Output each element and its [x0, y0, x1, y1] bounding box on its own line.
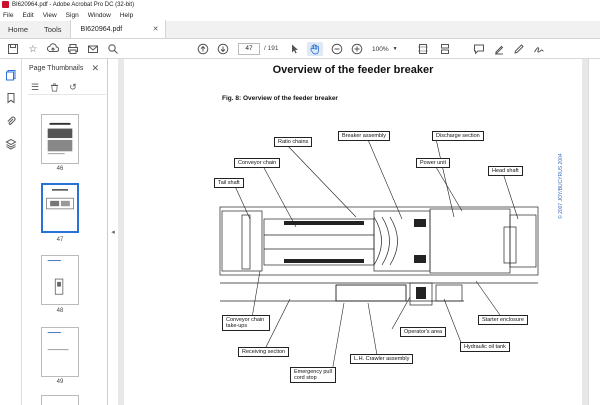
page-number-input[interactable]: 47 [238, 43, 260, 55]
highlight-pen-icon[interactable] [492, 42, 506, 56]
hand-tool-icon[interactable] [307, 42, 323, 56]
delete-page-icon[interactable] [47, 82, 61, 94]
tab-tools[interactable]: Tools [44, 24, 62, 34]
search-icon[interactable] [106, 42, 120, 56]
page-heading: Overview of the feeder breaker [272, 64, 434, 76]
upload-icon[interactable] [46, 42, 60, 56]
print-icon[interactable] [66, 42, 80, 56]
pdf-page: Overview of the feeder breaker Fig. 8: O… [124, 59, 582, 405]
tab-home[interactable]: Home [8, 24, 29, 34]
fit-page-icon[interactable] [416, 42, 430, 56]
toolbar: ☆ 47 / 191 100% ▼ [0, 39, 600, 59]
thumbnail-page-label: 48 [56, 308, 64, 314]
comment-icon[interactable] [472, 42, 486, 56]
menu-help[interactable]: Help [119, 11, 134, 19]
menu-sign[interactable]: Sign [65, 11, 79, 19]
menu-window[interactable]: Window [87, 11, 111, 19]
callout-hydraulic-oil-tank: Hydraulic oil tank [460, 342, 510, 352]
document-viewer: Overview of the feeder breaker Fig. 8: O… [118, 59, 600, 405]
title-bar: BI620964.pdf - Adobe Acrobat Pro DC (32-… [0, 0, 600, 9]
zoom-out-icon[interactable] [330, 42, 344, 56]
thumbnail-page-label: 47 [56, 237, 64, 243]
callout-head-shaft: Head shaft [488, 166, 523, 176]
thumbnail-options-icon[interactable]: ☰ [30, 82, 40, 92]
collapse-panel-icon[interactable]: ◂ [111, 229, 115, 236]
callout-discharge-section: Discharge section [432, 131, 484, 141]
previous-page-icon[interactable] [196, 42, 210, 56]
thumbnail-toolbar: ☰ ↺ [28, 81, 106, 95]
feeder-breaker-diagram [219, 134, 539, 373]
callout-conveyor-chain: Conveyor chain [234, 158, 281, 168]
copyright-notice: © 2007 JOY/BUCYRUS 2004 [558, 153, 564, 219]
callout-conveyor-takeups: Conveyor chain take-ups [222, 315, 270, 331]
callout-starter-enclosure: Starter enclosure [478, 315, 528, 325]
page-thumbnail[interactable] [41, 395, 79, 405]
callout-operators-area: Operator's area [400, 327, 447, 337]
zoom-level-value: 100% [372, 45, 389, 53]
chevron-down-icon: ▼ [392, 46, 398, 52]
thumbnail-page-label: 49 [56, 379, 64, 385]
page-thumbnail[interactable] [41, 327, 79, 377]
next-page-icon[interactable] [216, 42, 230, 56]
scroll-mode-icon[interactable] [438, 42, 452, 56]
select-cursor-icon[interactable] [288, 42, 302, 56]
zoom-level-dropdown[interactable]: 100% ▼ [372, 43, 406, 55]
page-thumbnails-panel: Page Thumbnails ✕ ☰ ↺ 46 47 48 [22, 59, 124, 405]
callout-emergency-stop: Emergency pull cord stop [290, 367, 336, 383]
menu-view[interactable]: View [42, 11, 57, 19]
layers-icon[interactable] [5, 138, 17, 150]
tab-document-label: BI620964.pdf [80, 25, 123, 33]
callout-power-unit: Power unit [416, 158, 450, 168]
save-icon[interactable] [6, 42, 20, 56]
close-tab-icon[interactable]: ✕ [152, 26, 159, 33]
mail-icon[interactable] [86, 42, 100, 56]
menu-edit[interactable]: Edit [22, 11, 34, 19]
draw-pencil-icon[interactable] [512, 42, 526, 56]
tab-document[interactable]: BI620964.pdf ✕ [69, 20, 166, 38]
acrobat-logo-icon [2, 1, 9, 8]
page-thumbnail-active[interactable] [41, 183, 79, 233]
window-title: BI620964.pdf - Adobe Acrobat Pro DC (32-… [12, 1, 135, 8]
bookmark-star-icon[interactable]: ☆ [28, 43, 38, 55]
page-thumbnail[interactable] [41, 255, 79, 305]
zoom-in-icon[interactable] [350, 42, 364, 56]
thumbnail-page-label: 46 [56, 166, 64, 172]
document-scrollbar[interactable] [588, 59, 600, 405]
sign-icon[interactable] [532, 42, 546, 56]
menu-bar: File Edit View Sign Window Help [0, 9, 600, 21]
rotate-page-icon[interactable]: ↺ [69, 82, 77, 92]
panel-title: Page Thumbnails [29, 65, 84, 72]
page-thumbnail[interactable] [41, 114, 79, 164]
close-panel-icon[interactable]: ✕ [91, 63, 99, 73]
figure-caption: Fig. 8: Overview of the feeder breaker [222, 95, 338, 102]
callout-lh-crawler: L.H. Crawler assembly [350, 354, 414, 364]
callout-ratio-chains: Ratio chains [274, 137, 313, 147]
left-navigation-rail [0, 59, 22, 405]
callout-breaker-assembly: Breaker assembly [338, 131, 391, 141]
callout-receiving-section: Receiving section [238, 347, 290, 357]
page-thumbnails-icon[interactable] [5, 69, 17, 81]
callout-tail-shaft: Tail shaft [214, 178, 244, 188]
tab-bar: Home Tools BI620964.pdf ✕ [0, 20, 600, 39]
attachment-icon[interactable] [5, 115, 17, 127]
menu-file[interactable]: File [3, 11, 14, 19]
page-total: / 191 [264, 45, 279, 52]
bookmark-icon[interactable] [5, 92, 17, 104]
